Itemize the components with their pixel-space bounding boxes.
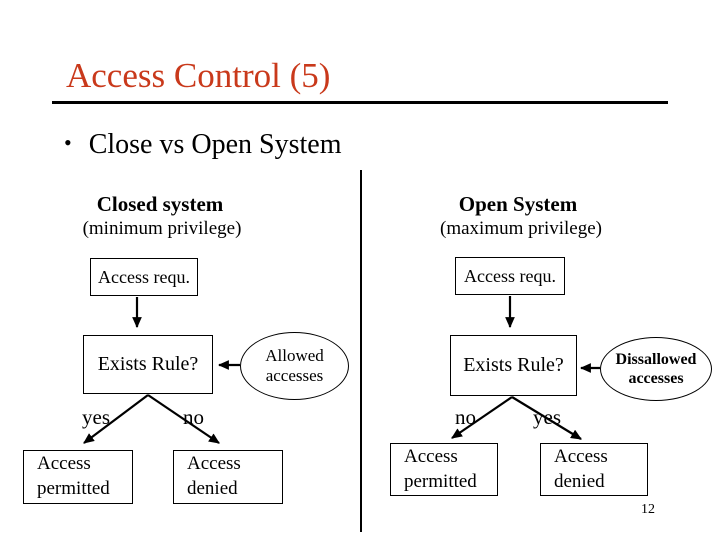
closed-system-subheading: (minimum privilege) <box>82 218 242 239</box>
closed-exists-rule-label: Exists Rule? <box>97 353 199 375</box>
title-underline <box>52 101 668 104</box>
bullet-icon: • <box>64 130 72 155</box>
disallowed-accesses-line2: accesses <box>628 370 684 387</box>
closed-denied-line2: denied <box>187 478 238 499</box>
allowed-accesses-line2: accesses <box>265 366 324 385</box>
allowed-accesses-ellipse: Allowed accesses <box>240 332 349 400</box>
closed-branch-label-yes: yes <box>82 405 110 429</box>
closed-access-request-label: Access requ. <box>98 266 190 287</box>
closed-permitted-line1: Access <box>37 453 91 475</box>
open-system-heading: Open System <box>458 192 578 216</box>
open-denied-line2: denied <box>554 470 605 492</box>
closed-denied-line1: Access <box>187 453 241 475</box>
closed-branch-label-no: no <box>183 405 204 429</box>
closed-access-denied-box: Access denied <box>173 450 283 504</box>
closed-system-heading: Closed system <box>96 192 224 216</box>
closed-access-permitted-box: Access permitted <box>23 450 133 504</box>
closed-access-request-box: Access requ. <box>90 258 198 296</box>
divider-line <box>360 170 362 532</box>
page-number: 12 <box>641 502 655 517</box>
bullet-item: • Close vs Open System <box>64 128 341 162</box>
open-permitted-line1: Access <box>404 445 458 467</box>
page-title: Access Control (5) <box>66 56 331 95</box>
open-denied-line1: Access <box>554 445 608 467</box>
open-permitted-line2: permitted <box>404 470 477 492</box>
open-branch-label-no: no <box>455 405 476 429</box>
open-access-request-box: Access requ. <box>455 257 565 295</box>
bullet-text: Close vs Open System <box>88 129 342 160</box>
open-system-subheading: (maximum privilege) <box>440 218 602 239</box>
open-access-denied-box: Access denied <box>540 443 648 496</box>
open-access-permitted-box: Access permitted <box>390 443 498 496</box>
closed-exists-rule-box: Exists Rule? <box>83 335 213 394</box>
disallowed-accesses-line1: Dissallowed <box>615 350 697 368</box>
open-access-request-label: Access requ. <box>464 265 556 286</box>
disallowed-accesses-ellipse: Dissallowed accesses <box>600 337 712 401</box>
allowed-accesses-line1: Allowed <box>265 345 324 365</box>
open-exists-rule-label: Exists Rule? <box>463 354 564 376</box>
closed-permitted-line2: permitted <box>37 478 110 499</box>
open-branch-label-yes: yes <box>533 405 561 429</box>
open-exists-rule-box: Exists Rule? <box>450 335 577 396</box>
